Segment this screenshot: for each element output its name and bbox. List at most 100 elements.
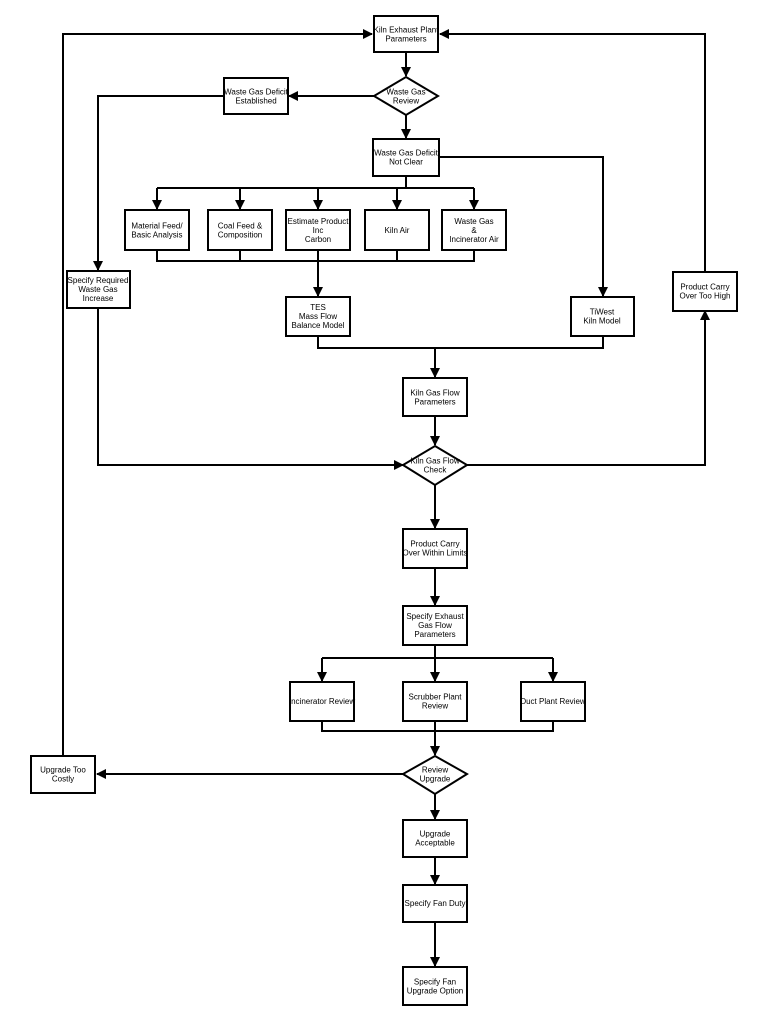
edge-inputs-merge-bus — [156, 250, 475, 262]
node-label-line: TiWest — [590, 308, 615, 317]
node-label-line: Review — [422, 766, 448, 775]
node-label-line: Specify Fan — [414, 978, 456, 987]
node-label-line: Composition — [218, 231, 262, 240]
node-label-line: Acceptable — [415, 839, 455, 848]
coal-feed-node: Coal Feed &Composition — [207, 209, 273, 251]
node-label: Kiln Air — [385, 226, 410, 235]
node-label: Incinerator Review — [289, 697, 355, 706]
node-label: Material Feed/Basic Analysis — [131, 222, 183, 240]
node-label-line: Waste Gas — [454, 217, 493, 226]
edge-established-to-specify-required — [93, 95, 226, 271]
node-label-line: Duct Plant Review — [520, 697, 586, 706]
incinerator-review-node: Incinerator Review — [289, 681, 355, 722]
node-label-line: Kiln Gas Flow — [410, 389, 460, 398]
node-label-line: & — [471, 226, 477, 235]
node-label-line: Parameters — [414, 398, 455, 407]
connectors — [62, 29, 710, 967]
node-label-line: Waste Gas Deficit — [224, 88, 288, 97]
node-label-line: Waste Gas Deficit — [374, 149, 438, 158]
node-label-line: Review — [393, 97, 419, 106]
node-label-line: Specify Exhaust — [406, 612, 464, 621]
node-label-line: Kiln Model — [583, 317, 621, 326]
node-label-line: Kiln Exhaust Plant — [374, 26, 440, 35]
edge-too-costly-to-exhaust — [62, 29, 373, 755]
node-label-line: Over Within Limits — [403, 549, 468, 558]
node-label-line: Estimate Product — [288, 217, 350, 226]
node-label-line: Kiln Gas Flow — [410, 457, 460, 466]
material-feed-node: Material Feed/Basic Analysis — [124, 209, 190, 251]
node-label: Waste Gas&Incinerator Air — [449, 217, 499, 244]
node-label-line: Review — [422, 702, 448, 711]
node-label-line: Upgrade Too — [40, 766, 86, 775]
duct-review-node: Duct Plant Review — [520, 681, 586, 722]
node-label: Duct Plant Review — [520, 697, 586, 706]
node-label-line: Scrubber Plant — [409, 693, 463, 702]
node-label-line: Parameters — [414, 630, 455, 639]
edge-check-to-carry-high — [467, 310, 710, 466]
edge-specify-required-to-check — [97, 308, 404, 470]
kiln-air-node: Kiln Air — [364, 209, 430, 251]
node-label-line: Specify Fan Duty — [405, 899, 466, 908]
edge-reviews-merge — [321, 721, 554, 732]
node-label-line: Product Carry — [680, 283, 729, 292]
node-label-line: Upgrade — [420, 775, 451, 784]
node-label-line: Incinerator Air — [449, 235, 499, 244]
edge-carry-high-to-exhaust — [439, 29, 706, 272]
node-label-line: Increase — [83, 294, 114, 303]
edge-models-merge — [317, 336, 604, 349]
node-label-line: Mass Flow — [299, 312, 337, 321]
node-label-line: Costly — [52, 775, 74, 784]
node-label-line: Coal Feed & — [218, 222, 263, 231]
edge-not-clear-to-tiwest — [438, 156, 608, 297]
node-label-line: Basic Analysis — [131, 231, 182, 240]
node-label-line: Kiln Air — [385, 226, 410, 235]
node-label-line: Not Clear — [389, 158, 423, 167]
node-label-line: Incinerator Review — [289, 697, 355, 706]
specify-fan-duty-node: Specify Fan Duty — [402, 884, 468, 923]
node-label-line: Parameters — [385, 35, 426, 44]
node-label-line: Material Feed/ — [131, 222, 183, 231]
node-label-line: Product Carry — [410, 540, 459, 549]
node-label-line: Waste Gas — [78, 285, 117, 294]
node-label-line: Established — [235, 97, 276, 106]
node-label: Coal Feed &Composition — [218, 222, 263, 240]
node-label-line: Check — [424, 466, 448, 475]
node-label-line: Upgrade — [420, 830, 451, 839]
node-label-line: Upgrade Option — [407, 987, 463, 996]
waste-gas-incinerator-node: Waste Gas&Incinerator Air — [441, 209, 507, 251]
node-label-line: TES — [310, 303, 326, 312]
node-label-line: Over Too High — [680, 292, 731, 301]
node-label-line: Inc — [313, 226, 324, 235]
node-label-line: Carbon — [305, 235, 331, 244]
